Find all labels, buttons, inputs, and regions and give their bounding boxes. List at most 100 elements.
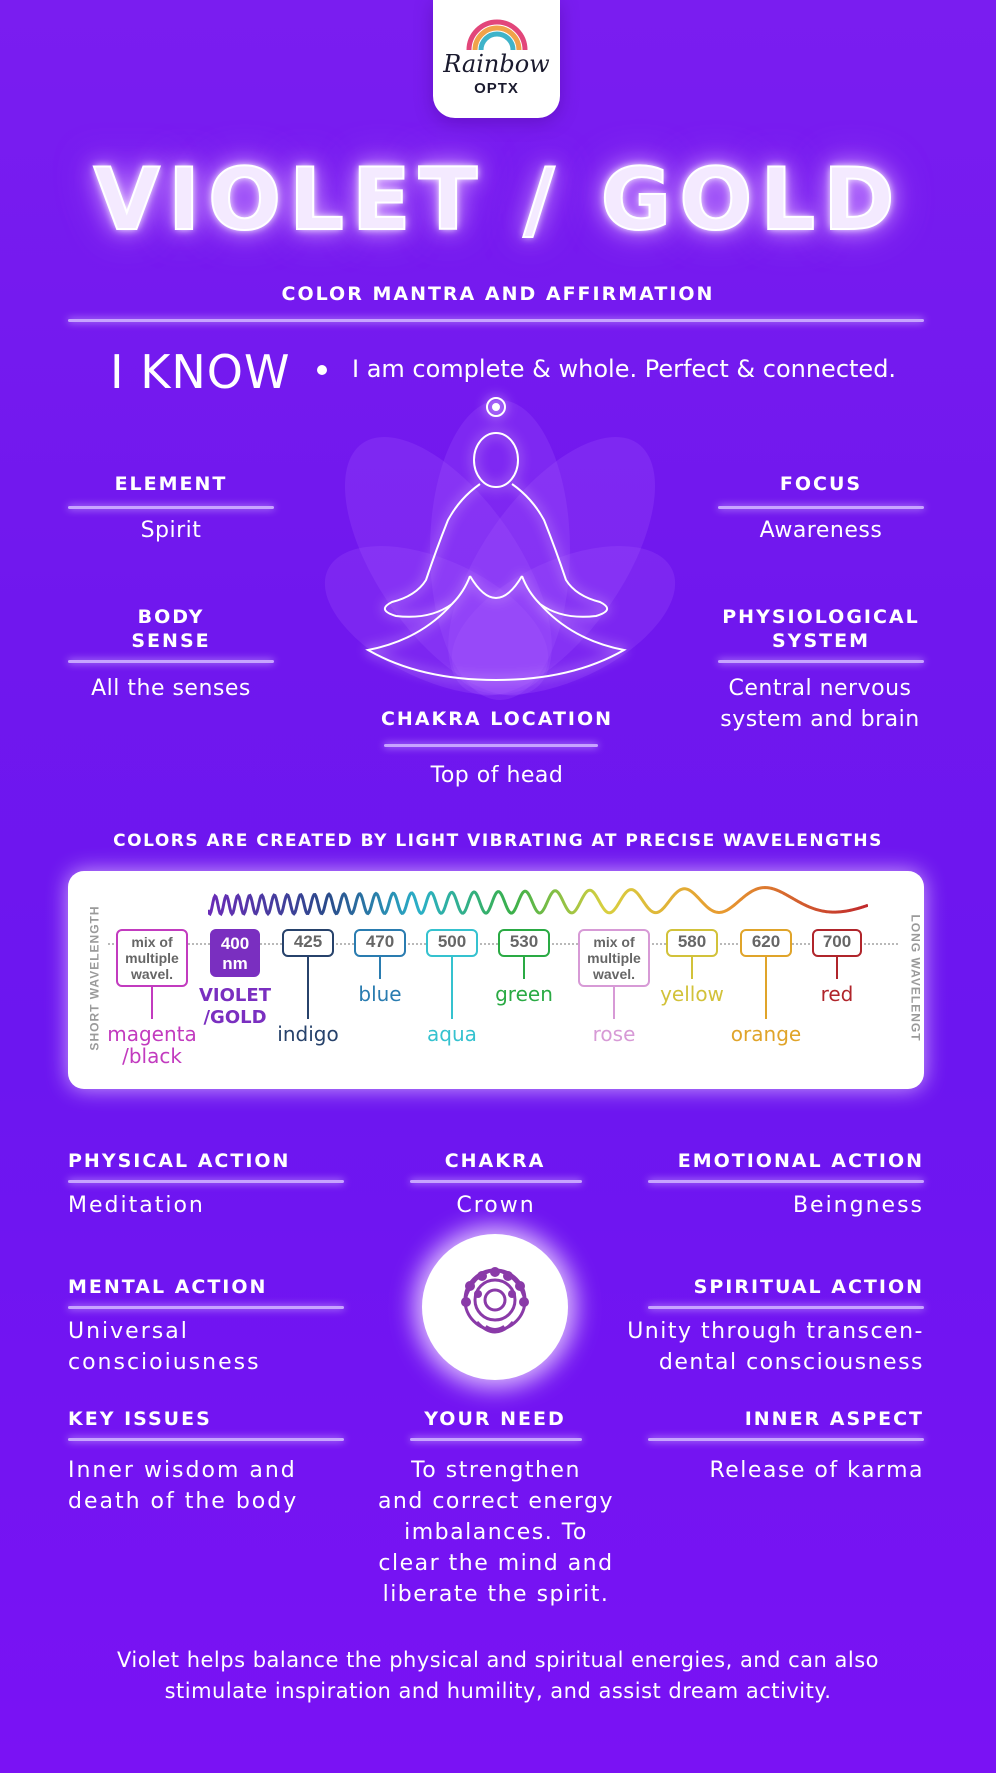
mental-action-value-2: conscioiusness [68,1350,261,1375]
rainbow-arc-icon [466,19,528,51]
body-sense-value: All the senses [91,676,251,701]
mantra-rule [68,319,924,322]
wavelength-box: 425 [282,929,334,957]
physical-action-label: PHYSICAL ACTION [68,1150,291,1172]
element-value: Spirit [140,518,202,543]
your-need-value-4: clear the mind and [378,1551,614,1576]
element-rule [68,506,274,509]
wavelength-color-label: magenta/black [92,1023,212,1067]
wavelength-box-text: 620 [751,932,781,951]
physiological-label-2: SYSTEM [772,630,870,652]
physiological-rule [718,660,924,663]
wavelength-color-label-line: VIOLET [199,985,271,1006]
mental-action-label: MENTAL ACTION [68,1276,268,1298]
crown-chakra-icon [461,1267,529,1334]
wavelength-box-text: wavel. [130,966,174,982]
wavelength-box-text: 500 [437,932,467,951]
focus-rule [718,506,924,509]
wavelength-box-text: multiple [587,950,641,966]
wavelength-box-text: 580 [677,932,707,951]
wavelength-box-text: 470 [365,932,395,951]
your-need-value-2: and correct energy [377,1489,615,1514]
emotional-action-rule [648,1180,924,1183]
your-need-value-3: imbalances. To [404,1520,588,1545]
wavelength-box: 500 [426,929,478,957]
wavelength-stem [613,987,615,1019]
key-issues-value-1: Inner wisdom and [68,1458,297,1483]
wavelength-box-text: 425 [293,932,323,951]
wavelength-box-text: 400 [220,934,250,953]
chakra-value: Crown [456,1193,536,1218]
wavelength-color-label-line: rose [592,1022,636,1046]
wavelength-box-text: mix of [593,934,635,950]
mantra-heading: COLOR MANTRA AND AFFIRMATION [281,283,715,305]
focus-value: Awareness [759,518,883,543]
key-issues-value-2: death of the body [68,1489,299,1514]
body-sense-label-1: BODY [137,606,205,628]
wavelength-color-label-line: green [495,982,553,1006]
physiological-label-1: PHYSIOLOGICAL [722,606,920,628]
wavelength-color-label-line: yellow [660,982,724,1006]
emotional-action-label: EMOTIONAL ACTION [677,1150,924,1172]
chakra-label: CHAKRA [444,1150,546,1172]
body-sense-rule [68,660,274,663]
wavelength-color-label: indigo [248,1023,368,1045]
wavelength-box: 530 [498,929,550,957]
wavelength-stem [691,957,693,979]
spiritual-action-label: SPIRITUAL ACTION [693,1276,924,1298]
chakra-location-label: CHAKRA LOCATION [380,708,614,730]
focus-label: FOCUS [779,473,863,495]
long-wavelength-label: LONG WAVELENGT [908,914,923,1042]
logo-script: Rainbow [443,50,550,78]
wavelength-box-text: 530 [509,932,539,951]
your-need-value-1: To strengthen [411,1458,581,1483]
wavelength-box-text: mix of [131,934,173,950]
inner-aspect-label: INNER ASPECT [744,1408,924,1430]
wavelength-box: 620 [740,929,792,957]
physiological-value-1: Central nervous [728,676,912,701]
spiritual-action-rule [648,1306,924,1309]
emotional-action-value: Beingness [792,1193,924,1218]
physiological-value-2: system and brain [720,707,920,732]
wavelength-color-label: red [777,983,897,1005]
mantra-affirmation: I am complete & whole. Perfect & connect… [352,355,897,383]
chakra-rule [410,1180,582,1183]
logo-brand: OPTX [474,80,519,97]
rainbow-optx-logo[interactable]: Rainbow OPTX [433,0,560,118]
wavelength-box-text: nm [222,954,248,973]
spiritual-action-value-1: Unity through transcen- [627,1319,924,1344]
wavelength-box-text: multiple [125,950,179,966]
wavelength-wave-graphic [208,886,868,917]
wavelength-color-label: blue [320,983,440,1005]
footer-line-2: stimulate inspiration and humility, and … [164,1679,832,1703]
mental-action-rule [68,1306,344,1309]
wavelength-box-text: 700 [822,932,852,951]
page-title: VIOLET / GOLD [92,149,903,251]
wavelength-color-label: green [464,983,584,1005]
physical-action-rule [68,1180,344,1183]
wavelength-stem [151,987,153,1019]
wavelength-color-label-line: blue [358,982,402,1006]
wavelength-stem [836,957,838,979]
spectrum-heading: COLORS ARE CREATED BY LIGHT VIBRATING AT… [113,831,883,851]
physical-action-value: Meditation [68,1193,205,1218]
wavelength-box: 580 [666,929,718,957]
wavelength-color-label-line: indigo [277,1022,339,1046]
wavelength-color-label: orange [706,1023,826,1045]
footer-line-1: Violet helps balance the physical and sp… [116,1648,880,1672]
key-issues-rule [68,1438,344,1441]
wavelength-stem [379,957,381,979]
wavelength-stem [451,957,453,1019]
lotus-meditation-illustration [324,397,676,700]
wavelength-color-label-line: aqua [427,1022,477,1046]
wavelength-color-label-line: red [820,982,854,1006]
wavelength-box-text: wavel. [592,966,636,982]
mantra-word: I KNOW [110,345,291,399]
spiritual-action-value-2: dental consciousness [658,1350,924,1375]
chakra-location-value: Top of head [430,763,564,788]
element-label: ELEMENT [114,473,228,495]
